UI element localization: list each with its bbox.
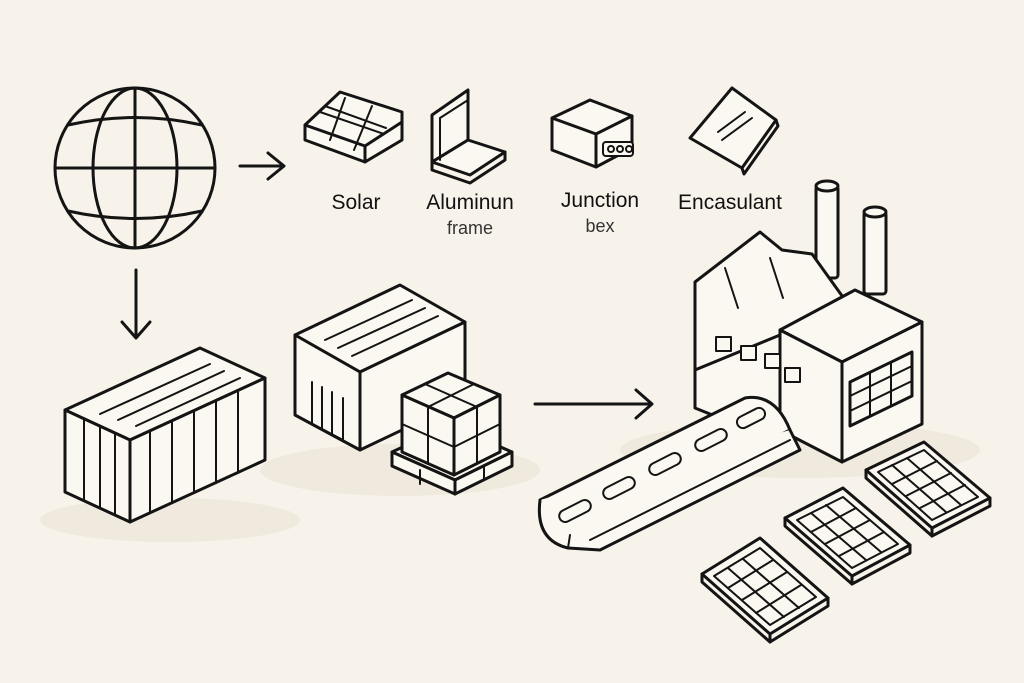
label-aluminum-frame-line2: frame: [446, 218, 493, 238]
pallet-boxes-icon: [390, 371, 514, 496]
shipping-container-icon: [63, 346, 267, 524]
label-solar-line1: Solar: [331, 191, 381, 214]
solar-panel-icon: [864, 440, 992, 538]
label-solar: Solar: [316, 192, 396, 213]
junction-box-icon: [550, 98, 634, 169]
label-aluminum-frame: Aluminun frame: [410, 192, 530, 237]
arrow-right-icon: [533, 388, 654, 420]
aluminum-frame-icon: [430, 88, 507, 185]
warehouse-icon: [293, 283, 467, 452]
label-aluminum-frame-line1: Aluminun: [426, 191, 514, 214]
label-junction-box: Junction bex: [545, 190, 655, 235]
solar-panel-icon: [700, 536, 830, 644]
encapsulant-sheet-icon: [688, 86, 780, 176]
label-encapsulant: Encasulant: [665, 192, 795, 213]
arrow-right-icon: [238, 151, 286, 181]
label-encapsulant-line1: Encasulant: [678, 191, 782, 214]
label-junction-box-line1: Junction: [560, 189, 640, 212]
solar-panel-icon: [783, 486, 912, 586]
arrow-down-icon: [120, 268, 152, 340]
globe-icon: [53, 86, 217, 250]
label-junction-box-line2: bex: [585, 216, 615, 236]
solar-cell-icon: [303, 90, 404, 164]
conveyor-belt-icon: [537, 395, 802, 552]
